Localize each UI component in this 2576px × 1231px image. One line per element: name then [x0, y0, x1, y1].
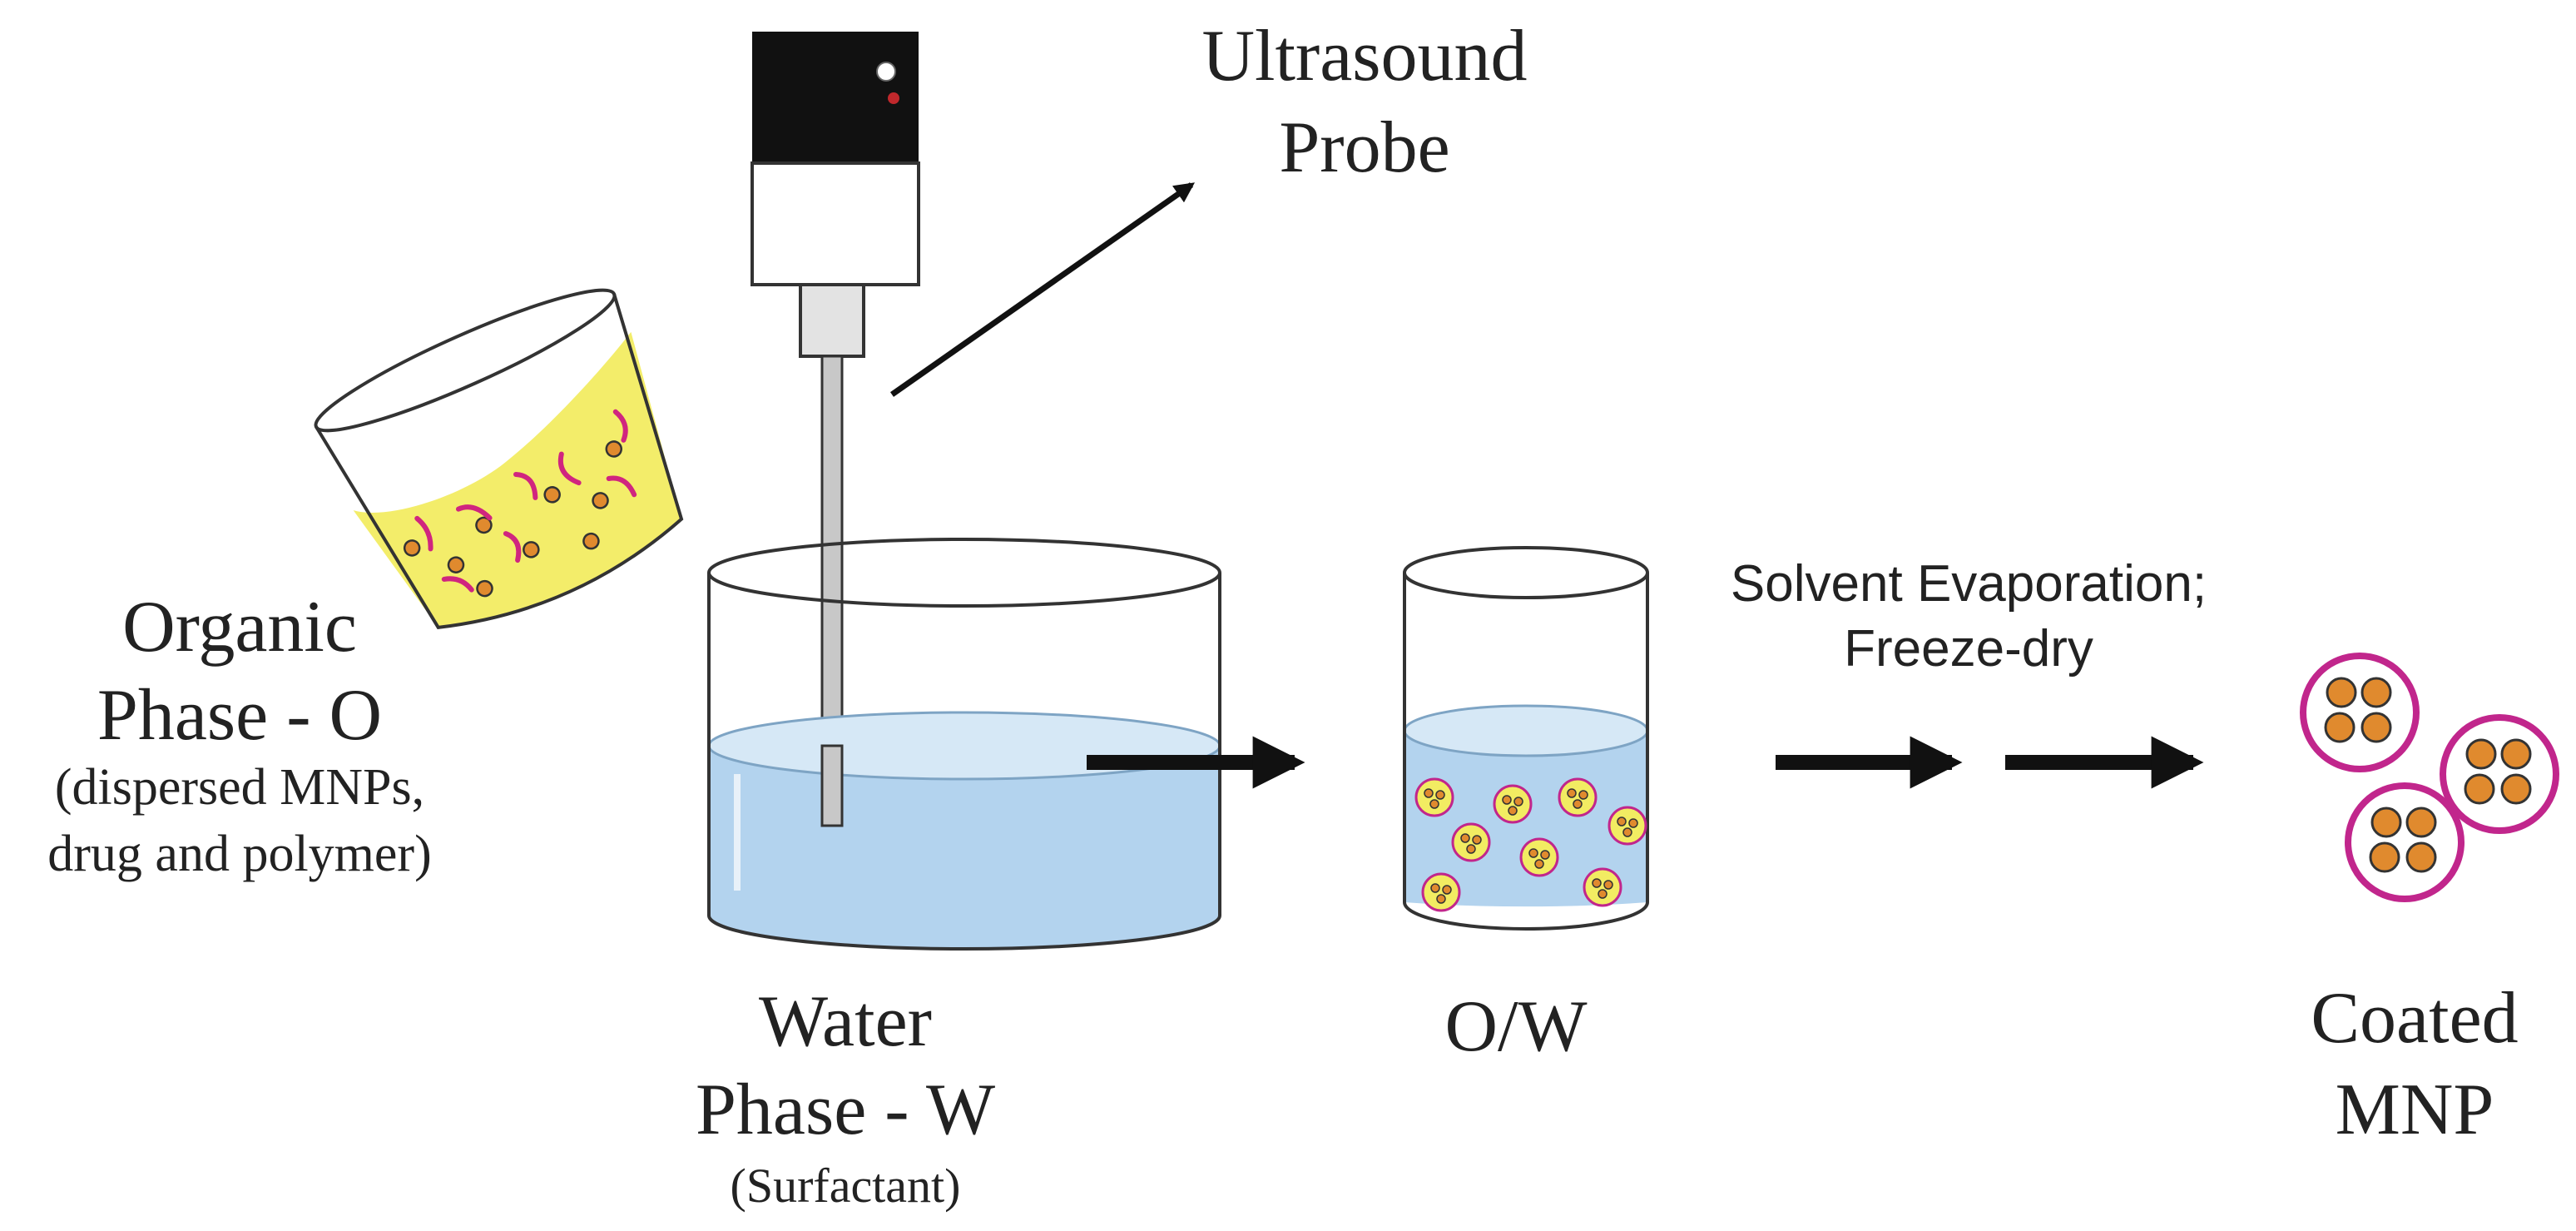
organic-label-line2: Phase - O: [97, 675, 382, 756]
droplet: [1451, 822, 1491, 862]
organic-nanoparticles: [403, 440, 623, 598]
probe-led-white: [876, 62, 896, 82]
ultrasound-probe: [751, 32, 920, 827]
droplet: [1608, 806, 1647, 846]
probe-shaft-submerged: [820, 744, 844, 827]
coated-particle: [2440, 714, 2559, 834]
probe-connector: [799, 283, 865, 358]
organic-label-line1: Organic: [122, 587, 357, 668]
water-phase-beaker: [707, 538, 1221, 951]
probe-label-line1: Ultrasound: [1201, 16, 1527, 97]
ow-label: O/W: [1444, 986, 1587, 1067]
ow-emulsion-beaker: [1403, 546, 1649, 931]
coated-particle: [2300, 653, 2420, 772]
droplet: [1414, 777, 1454, 817]
droplet: [1493, 784, 1533, 824]
organic-beaker-rim: [314, 288, 617, 433]
step-label-line1: Solvent Evaporation;: [1731, 555, 2207, 613]
ow-beaker-rim: [1403, 546, 1649, 599]
organic-liquid: [353, 331, 682, 628]
probe-pointer-arrow: [889, 182, 1196, 397]
coated-mnp-particles: [2300, 653, 2559, 902]
ow-beaker-body: [1403, 573, 1649, 931]
organic-phase-beaker: [314, 288, 684, 629]
emulsion-droplets: [1414, 777, 1647, 912]
droplet: [1519, 837, 1559, 877]
coated-label-line2: MNP: [2336, 1070, 2494, 1150]
coated-particle: [2345, 782, 2465, 902]
organic-beaker-outline: [315, 293, 684, 629]
organic-note-line1: (dispersed MNPs,: [55, 759, 424, 816]
organic-polymer-strands: [414, 409, 637, 593]
ow-surface: [1403, 704, 1649, 757]
droplet: [1421, 872, 1461, 912]
probe-label-line2: Probe: [1279, 107, 1449, 188]
water-note: (Surfactant): [731, 1159, 961, 1213]
step-label-line2: Freeze-dry: [1844, 620, 2093, 678]
probe-led-red: [888, 92, 899, 104]
probe-body: [751, 161, 920, 286]
droplet: [1583, 867, 1622, 907]
droplet: [1558, 777, 1598, 817]
water-label-line1: Water: [759, 981, 932, 1062]
water-beaker-rim: [707, 538, 1221, 608]
coated-label-line1: Coated: [2311, 978, 2518, 1059]
organic-note-line2: drug and polymer): [47, 826, 431, 882]
water-label-line2: Phase - W: [696, 1070, 995, 1150]
water-beaker-body: [707, 573, 1221, 951]
ow-liquid: [1404, 731, 1647, 907]
